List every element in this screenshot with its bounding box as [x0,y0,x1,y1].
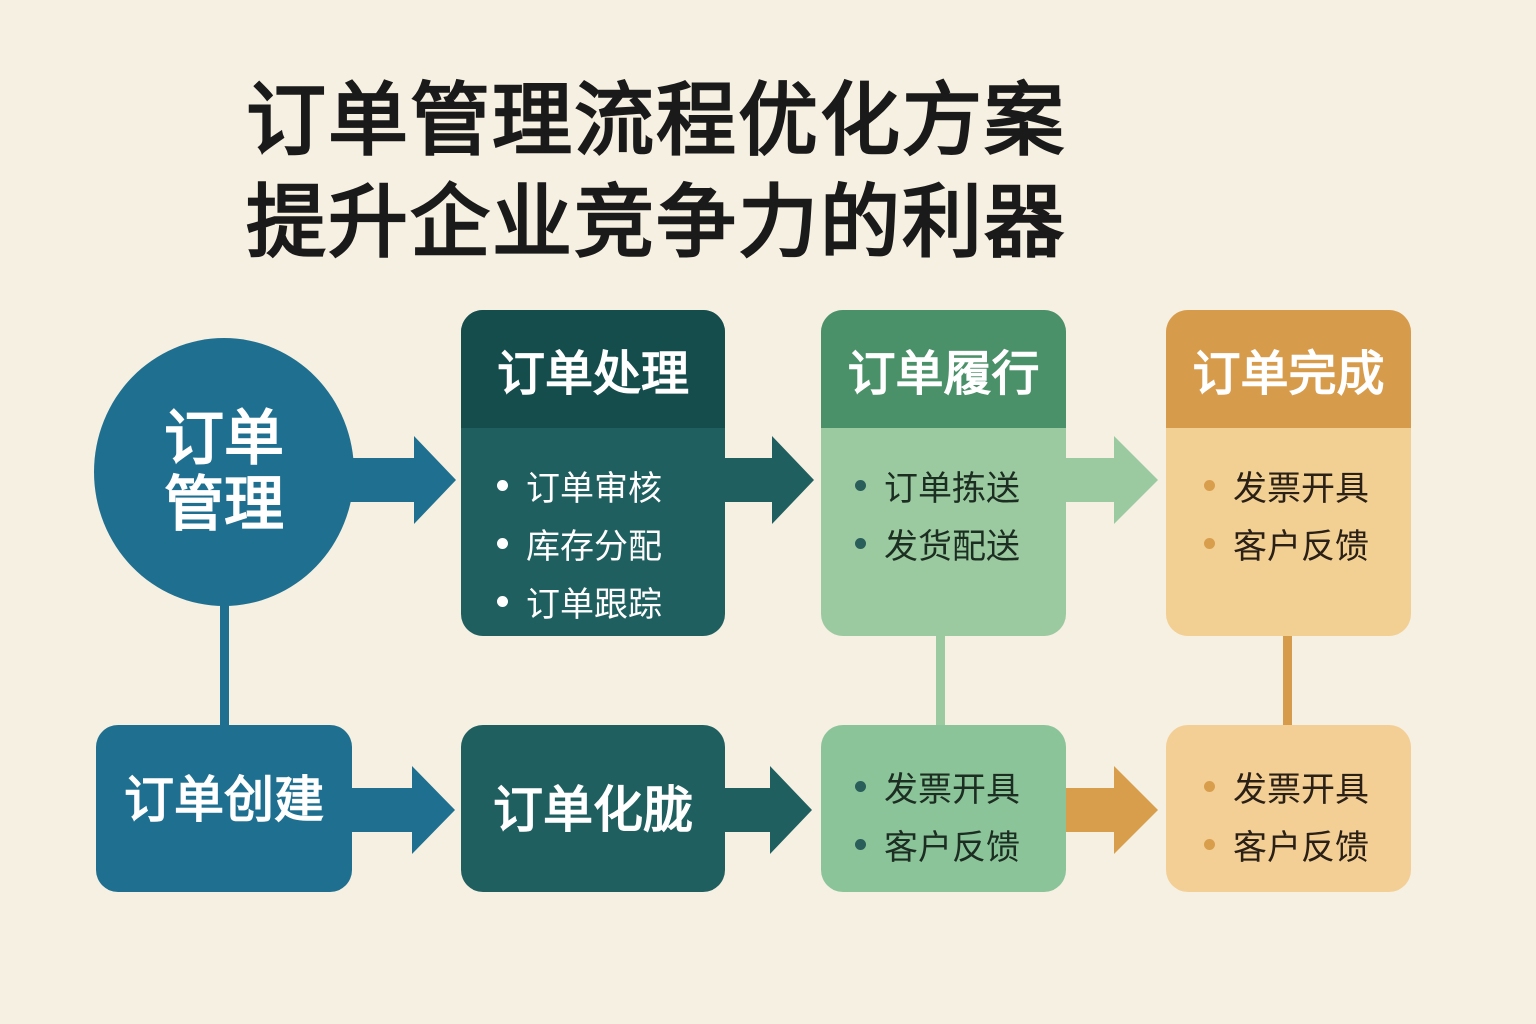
hub-label-1: 订单 [164,404,284,474]
stage-fulfill: 订单履行 订单拣送 发货配送 [821,310,1066,636]
list-item: 库存分配 [497,514,725,572]
arrow-process-to-fulfill [722,436,814,524]
stage-title: 订单履行 [821,310,1066,428]
arrow-fulfill-to-complete [1063,436,1158,524]
connector-fulfill-down [936,630,945,725]
arrow-optimize-to-green [722,766,812,854]
list-item: 订单审核 [497,456,725,514]
connector-hub-to-create [220,600,229,730]
stage-complete: 订单完成 发票开具 客户反馈 [1166,310,1411,636]
step-green-box: 发票开具 客户反馈 [821,725,1066,892]
connector-complete-down [1283,630,1292,725]
list-item: 订单跟踪 [497,572,725,630]
list-item: 发票开具 [1204,456,1411,514]
list-item: 发票开具 [855,757,1066,815]
arrow-green-to-orange [1063,766,1158,854]
arrow-hub-to-process [350,436,456,524]
list-item: 订单拣送 [855,456,1066,514]
title-line2: 提升企业竞争力的利器 [246,176,1066,269]
hub-label-2: 管理 [164,470,284,540]
step-orange-box: 发票开具 客户反馈 [1166,725,1411,892]
step-create: 订单创建 [96,725,352,892]
title-line1: 订单管理流程优化方案 [246,74,1066,167]
list-item: 客户反馈 [1204,514,1411,572]
list-item: 客户反馈 [855,815,1066,873]
stage-process: 订单处理 订单审核 库存分配 订单跟踪 [461,310,725,636]
arrow-create-to-optimize [350,766,455,854]
stage-title: 订单处理 [461,310,725,428]
step-optimize: 订单化胧 [461,725,725,892]
list-item: 发货配送 [855,514,1066,572]
stage-title: 订单完成 [1166,310,1411,428]
hub-circle: 订单管理 [94,338,354,606]
list-item: 客户反馈 [1204,815,1411,873]
list-item: 发票开具 [1204,757,1411,815]
